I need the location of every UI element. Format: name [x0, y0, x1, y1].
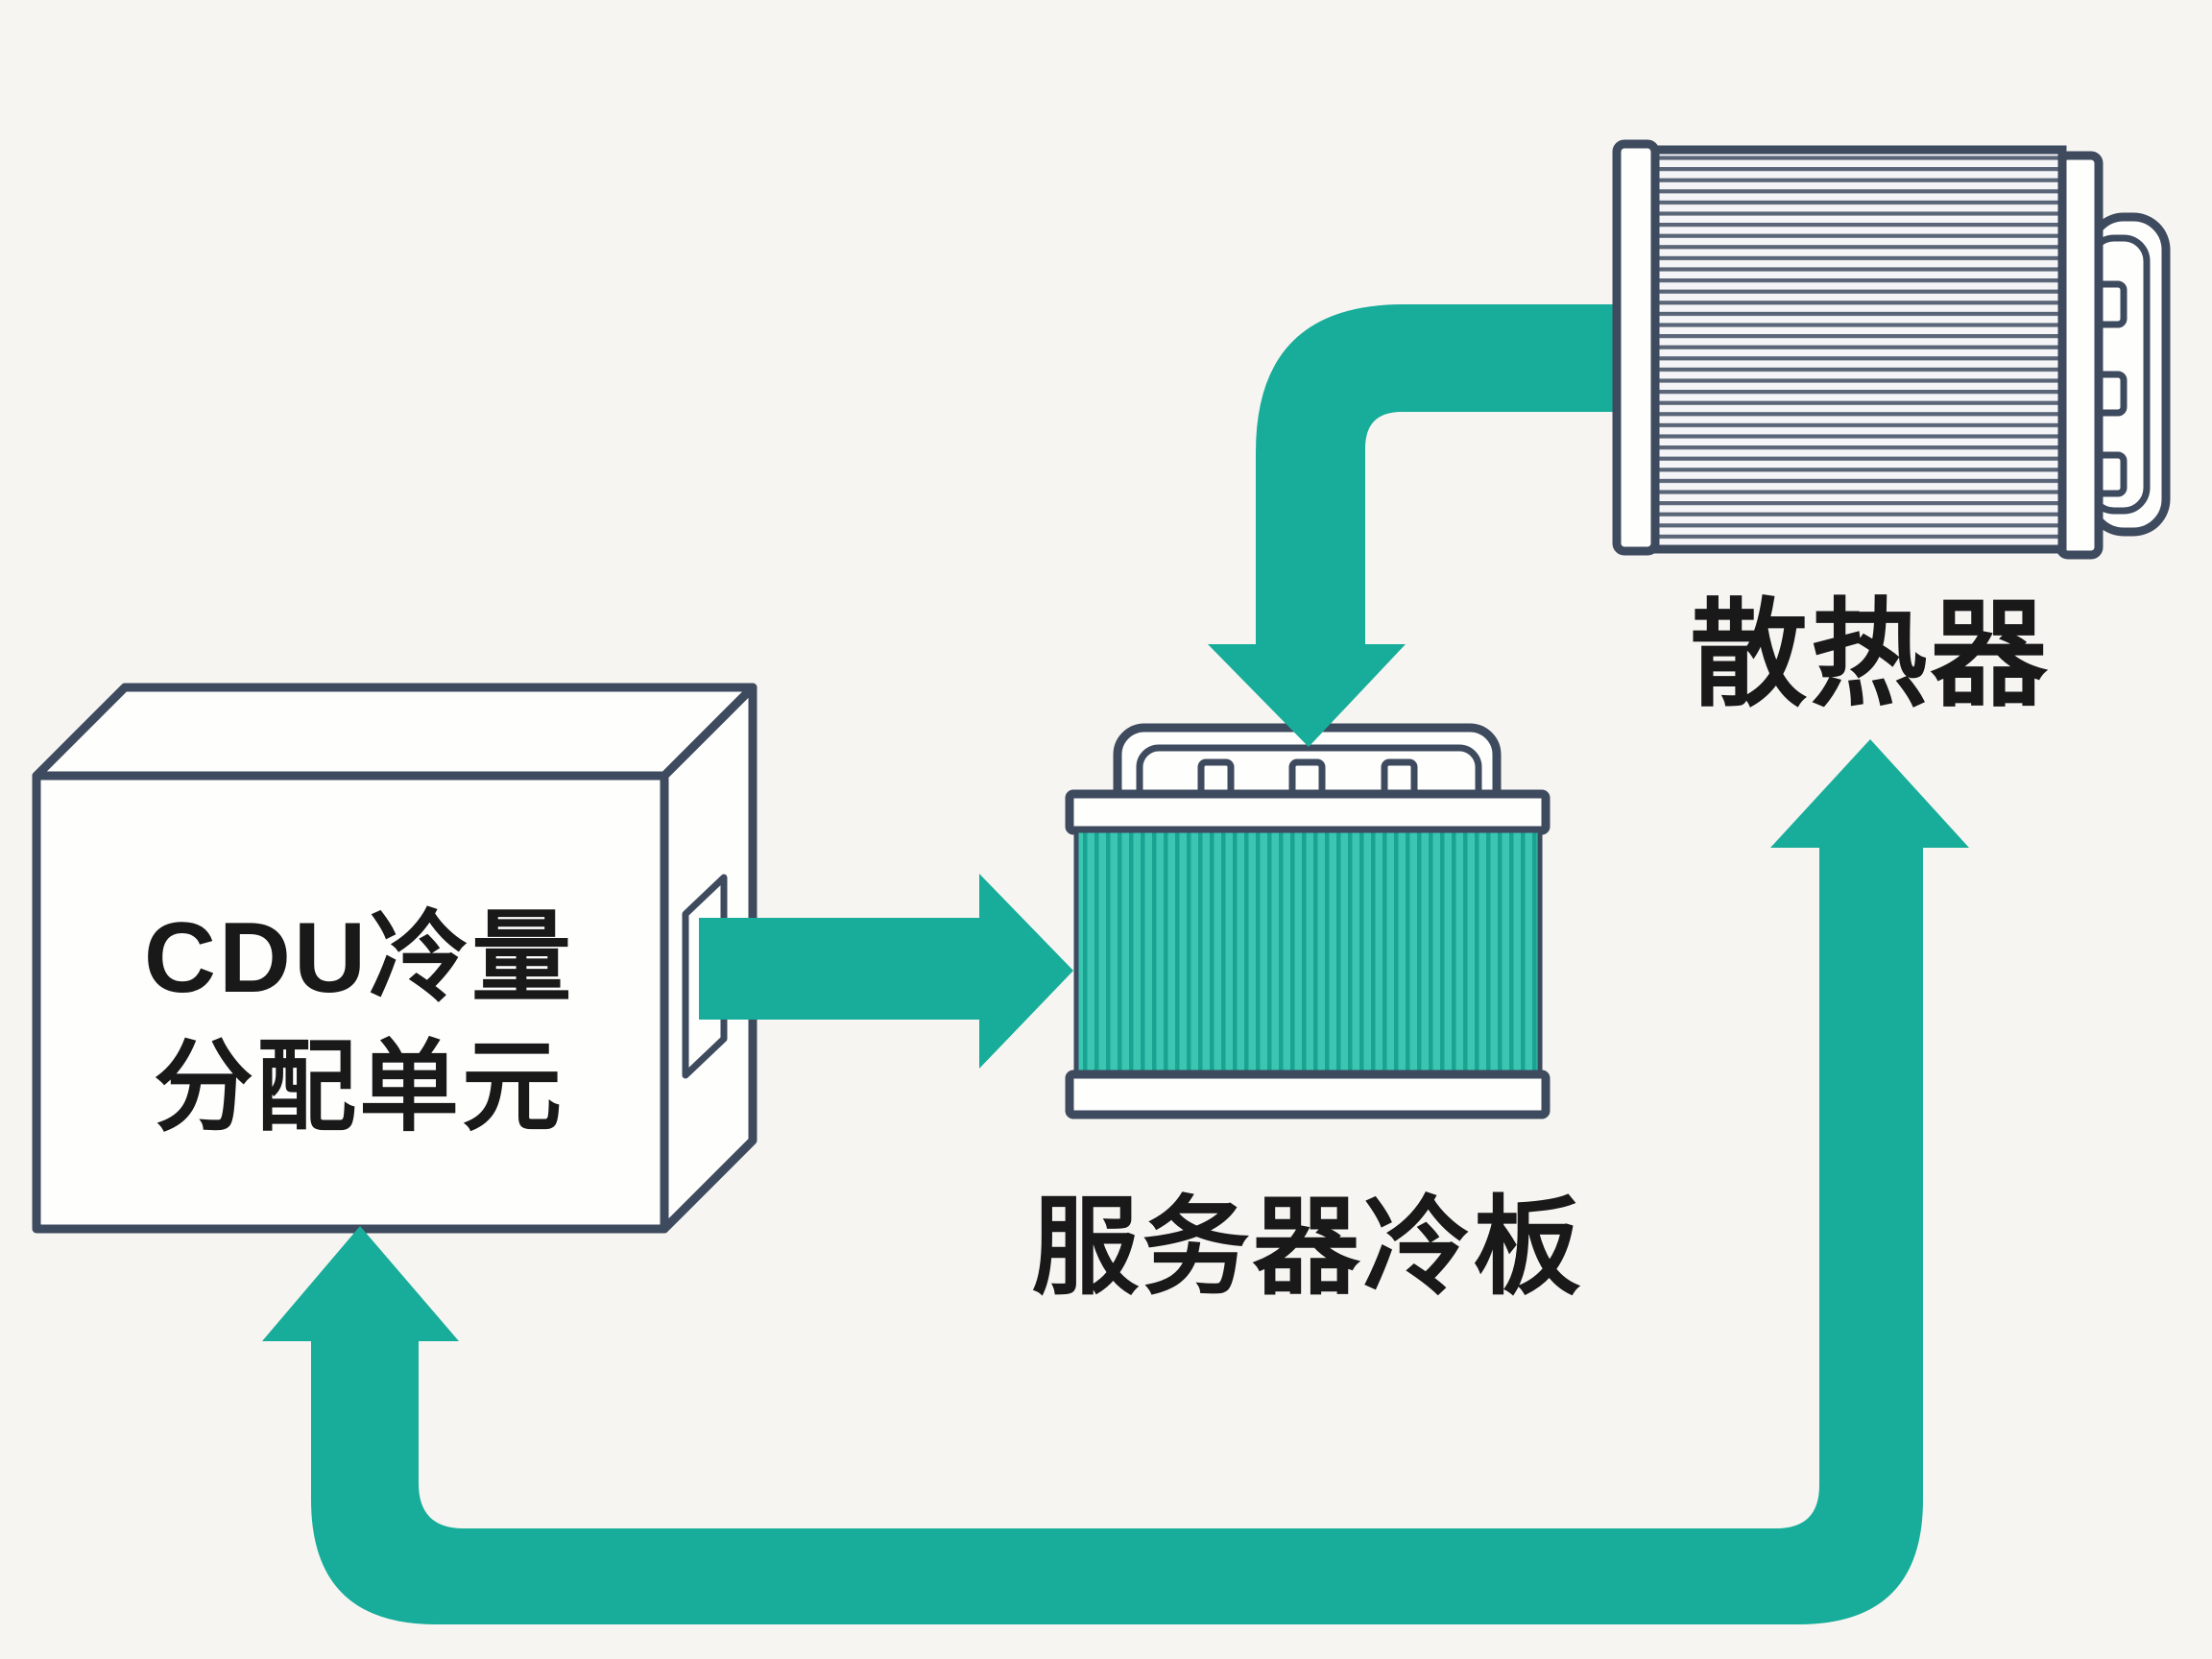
- cdu-box-front-face: [32, 771, 669, 1234]
- radiator-label: 散热器: [1691, 589, 2051, 720]
- cdu-label-line1: CDU冷量: [144, 902, 574, 1014]
- cdu-to-cold-plate-arrow: [699, 874, 1073, 1069]
- cdu-unit-box: [32, 683, 757, 1234]
- cold-plate-label: 服务器冷板: [1032, 1188, 1584, 1308]
- cold-plate-fins: [1073, 828, 1543, 1079]
- return-loop-pipe-arrows: [262, 739, 1969, 1624]
- cold-plate-top-bar: [1065, 789, 1551, 835]
- radiator: [1612, 139, 2171, 560]
- cdu-box-top-face: [32, 683, 757, 781]
- cold-plate-bottom-bar: [1065, 1070, 1551, 1119]
- radiator-left-end-tank: [1612, 139, 1660, 556]
- cdu-label-line2: 分配单元: [154, 1032, 565, 1143]
- server-cold-plate: [1065, 723, 1551, 1119]
- radiator-fins: [1648, 145, 2067, 554]
- radiator-to-cold-plate-pipe-arrow: [1208, 304, 1642, 747]
